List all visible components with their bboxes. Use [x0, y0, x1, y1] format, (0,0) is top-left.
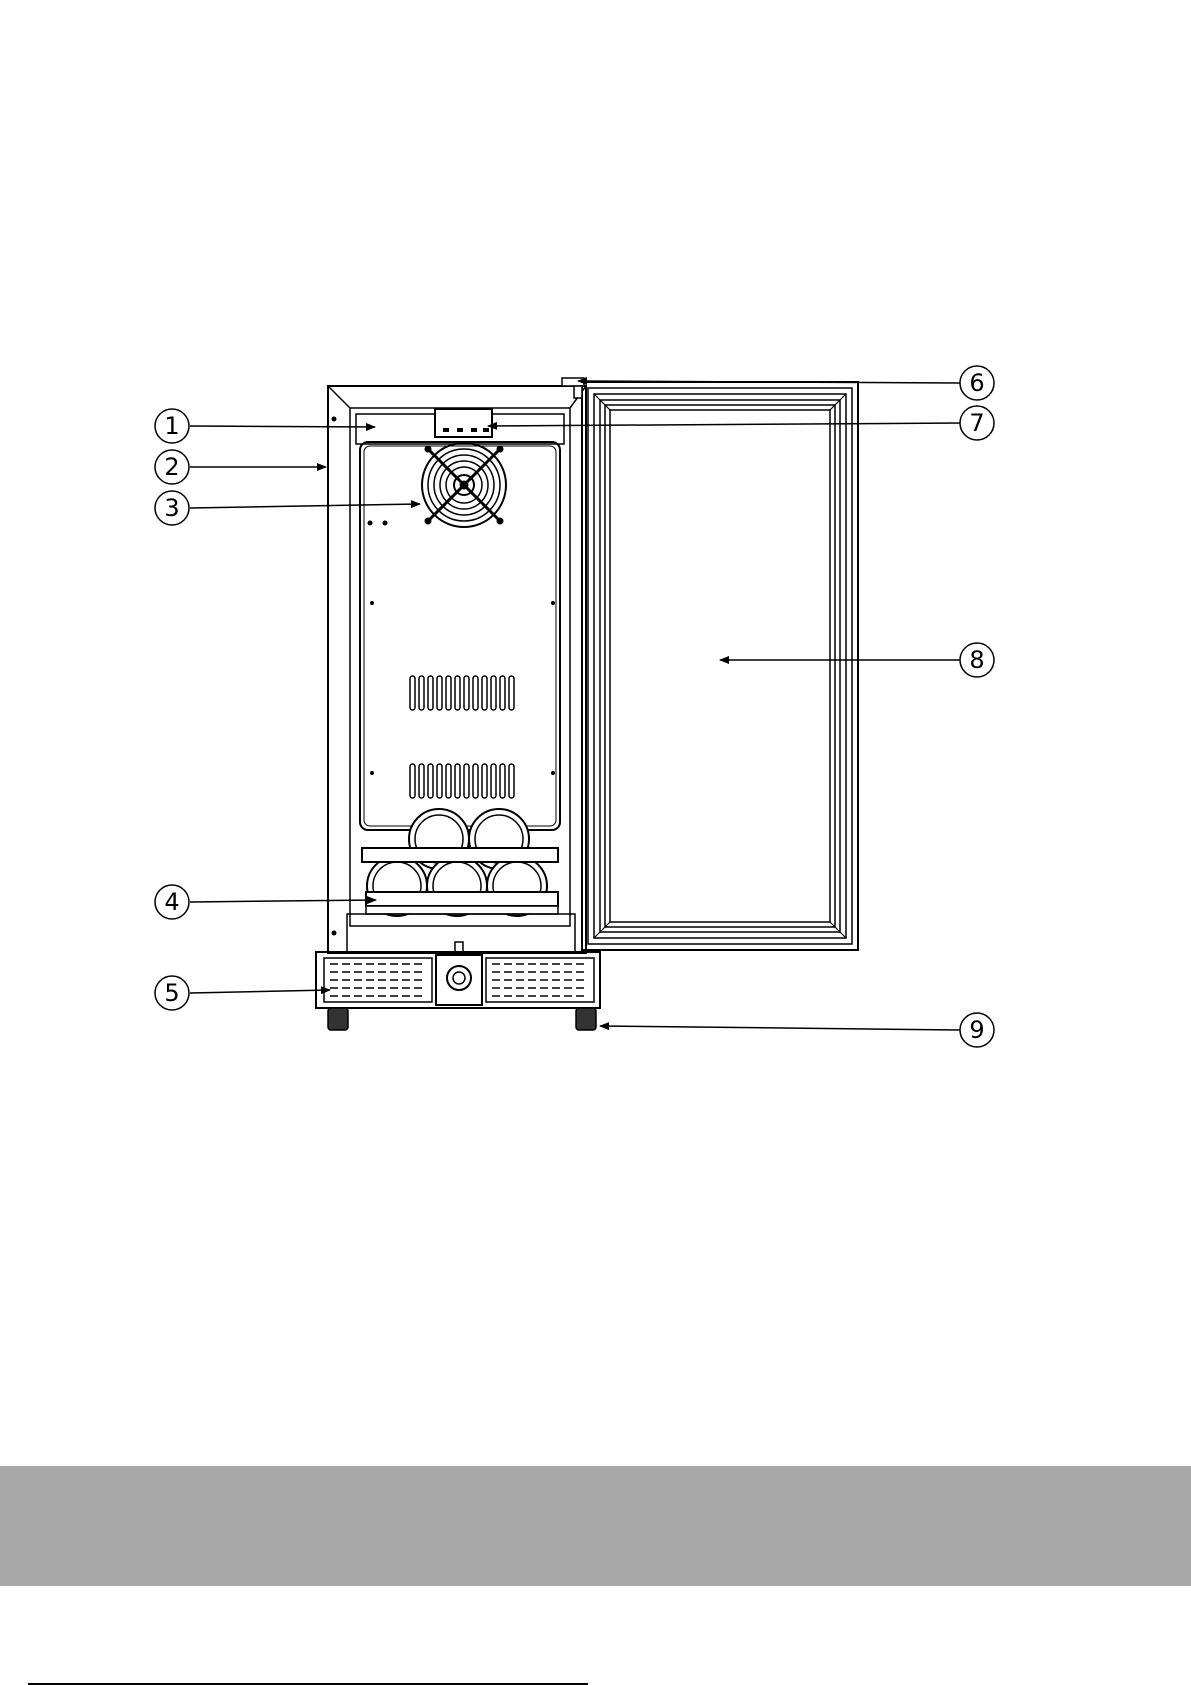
svg-text:5: 5	[164, 979, 179, 1007]
footer-band	[0, 1466, 1191, 1586]
refrigerator-diagram: 1 2 3 4 5 6 7 8 9	[0, 0, 1191, 1466]
vent-slots-lower	[410, 764, 514, 798]
svg-text:7: 7	[969, 409, 984, 437]
callout-9: 9	[960, 1013, 994, 1047]
fan-icon	[422, 443, 506, 527]
svg-text:2: 2	[164, 453, 179, 481]
base-grille	[316, 914, 600, 1008]
callout-1: 1	[155, 409, 189, 443]
callout-3: 3	[155, 491, 189, 525]
svg-text:9: 9	[969, 1016, 984, 1044]
vent-slots-upper	[410, 676, 514, 710]
control-panel	[435, 409, 492, 437]
callout-5: 5	[155, 976, 189, 1010]
callout-4: 4	[155, 885, 189, 919]
callout-8: 8	[960, 643, 994, 677]
callout-6: 6	[960, 366, 994, 400]
glass-door	[582, 382, 858, 950]
callout-7: 7	[960, 406, 994, 440]
leveling-legs	[328, 1008, 596, 1030]
svg-text:6: 6	[969, 369, 984, 397]
svg-text:4: 4	[164, 888, 179, 916]
svg-text:1: 1	[164, 412, 179, 440]
svg-text:8: 8	[969, 646, 984, 674]
callout-2: 2	[155, 450, 189, 484]
svg-text:3: 3	[164, 494, 179, 522]
